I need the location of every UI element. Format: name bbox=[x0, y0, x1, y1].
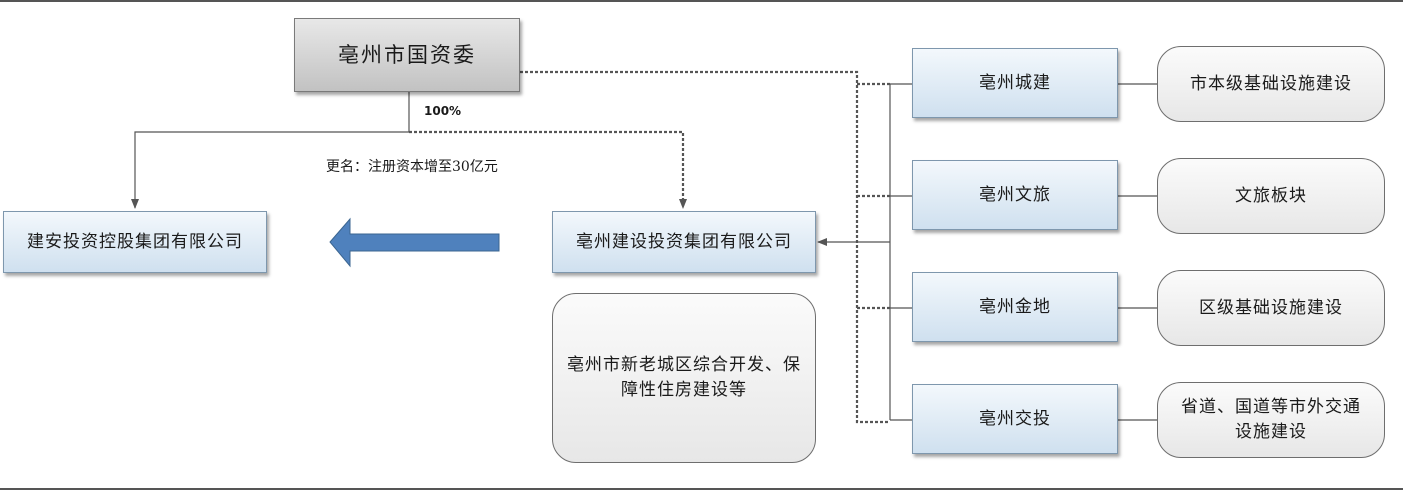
business-label-3: 区级基础设施建设 bbox=[1199, 297, 1343, 318]
main-business-box: 亳州市新老城区综合开发、保障性住房建设等 bbox=[552, 293, 816, 463]
business-label-1: 市本级基础设施建设 bbox=[1190, 73, 1352, 94]
business-box-1: 市本级基础设施建设 bbox=[1157, 46, 1385, 122]
subsidiary-label-3: 亳州金地 bbox=[979, 296, 1051, 317]
subsidiary-box-2: 亳州文旅 bbox=[912, 160, 1118, 230]
main-company-box: 亳州建设投资集团有限公司 bbox=[552, 211, 816, 273]
root-shareholder-label: 亳州市国资委 bbox=[338, 42, 476, 67]
subsidiary-label-4: 亳州交投 bbox=[979, 408, 1051, 429]
subsidiary-box-1: 亳州城建 bbox=[912, 48, 1118, 118]
rename-note: 更名：注册资本增至30亿元 bbox=[326, 159, 498, 175]
main-company-label: 亳州建设投资集团有限公司 bbox=[576, 231, 792, 252]
subsidiary-label-1: 亳州城建 bbox=[979, 72, 1051, 93]
main-business-label: 亳州市新老城区综合开发、保障性住房建设等 bbox=[567, 355, 801, 400]
subsidiary-box-3: 亳州金地 bbox=[912, 272, 1118, 342]
subsidiary-label-2: 亳州文旅 bbox=[979, 184, 1051, 205]
business-label-4: 省道、国道等市外交通设施建设 bbox=[1181, 397, 1361, 442]
top-rule bbox=[0, 0, 1403, 2]
bottom-rule bbox=[0, 488, 1403, 490]
business-box-2: 文旅板块 bbox=[1157, 158, 1385, 234]
root-to-subsidiaries-connector bbox=[520, 70, 890, 424]
root-shareholder-box: 亳州市国资委 bbox=[294, 18, 520, 92]
renamed-company-box: 建安投资控股集团有限公司 bbox=[3, 211, 267, 273]
rename-arrow bbox=[329, 217, 500, 268]
business-box-4: 省道、国道等市外交通设施建设 bbox=[1157, 382, 1385, 458]
business-label-2: 文旅板块 bbox=[1235, 185, 1307, 206]
root-to-main-connector bbox=[409, 130, 687, 209]
renamed-company-label: 建安投资控股集团有限公司 bbox=[27, 231, 243, 252]
root-to-renamed-connector bbox=[131, 92, 410, 209]
subsidiary-box-4: 亳州交投 bbox=[912, 384, 1118, 454]
ownership-percent: 100% bbox=[424, 104, 462, 118]
business-box-3: 区级基础设施建设 bbox=[1157, 270, 1385, 346]
